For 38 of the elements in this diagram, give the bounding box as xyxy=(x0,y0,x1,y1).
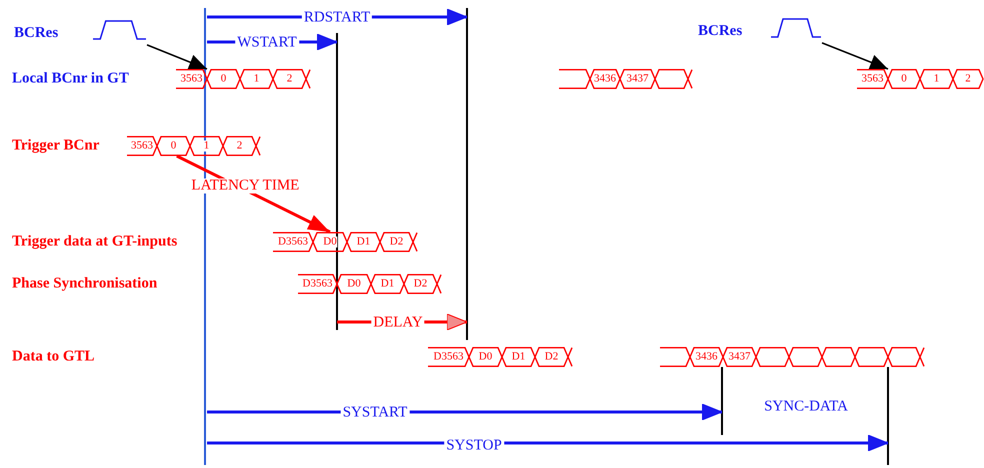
row-label: Local BCnr in GT xyxy=(11,72,130,86)
cell-value: 3436 xyxy=(593,74,617,84)
cell-value: D1 xyxy=(356,236,372,248)
cell-value: D1 xyxy=(510,352,526,362)
arrow xyxy=(146,44,208,70)
cell-value: D2 xyxy=(544,352,560,362)
row-label: Trigger BCnr xyxy=(11,138,100,154)
edge-label: LATENCY TIME xyxy=(189,178,302,194)
row-label: Trigger data at GT-inputs xyxy=(11,234,178,250)
cell-value: D3563 xyxy=(277,236,309,248)
cell-value: 0 xyxy=(220,74,228,84)
cell-value: D2 xyxy=(388,236,404,248)
cell-value: 3563 xyxy=(180,74,204,84)
cell-value: 2 xyxy=(236,140,244,152)
cell-value: 0 xyxy=(170,140,178,152)
cell-value: D2 xyxy=(412,278,428,290)
arrow xyxy=(822,42,888,70)
cell-value: D3563 xyxy=(302,278,334,290)
cell-value: 3437 xyxy=(626,74,650,84)
cell-value: 3563 xyxy=(130,140,154,152)
signal-name: BCRes xyxy=(698,24,742,39)
cell-value: D1 xyxy=(380,278,396,290)
cell-value: 1 xyxy=(932,74,940,84)
row-label: Data to GTL xyxy=(11,350,96,364)
cell-value: 3437 xyxy=(728,352,752,362)
cell-value: 3563 xyxy=(860,74,884,84)
cell-value: D0 xyxy=(346,278,362,290)
signal-name: BCRes xyxy=(14,26,58,41)
row-label: Phase Synchronisation xyxy=(11,276,158,292)
cell-value: 2 xyxy=(964,74,972,84)
cell-value: D0 xyxy=(478,352,494,362)
cell-value: D0 xyxy=(322,236,338,248)
cell-value: 0 xyxy=(900,74,908,84)
cell-value: 1 xyxy=(202,140,210,152)
cell-value: D3563 xyxy=(432,352,464,362)
cell-value: 3436 xyxy=(694,352,718,362)
cell-value: 2 xyxy=(286,74,294,84)
cell-value: 1 xyxy=(252,74,260,84)
